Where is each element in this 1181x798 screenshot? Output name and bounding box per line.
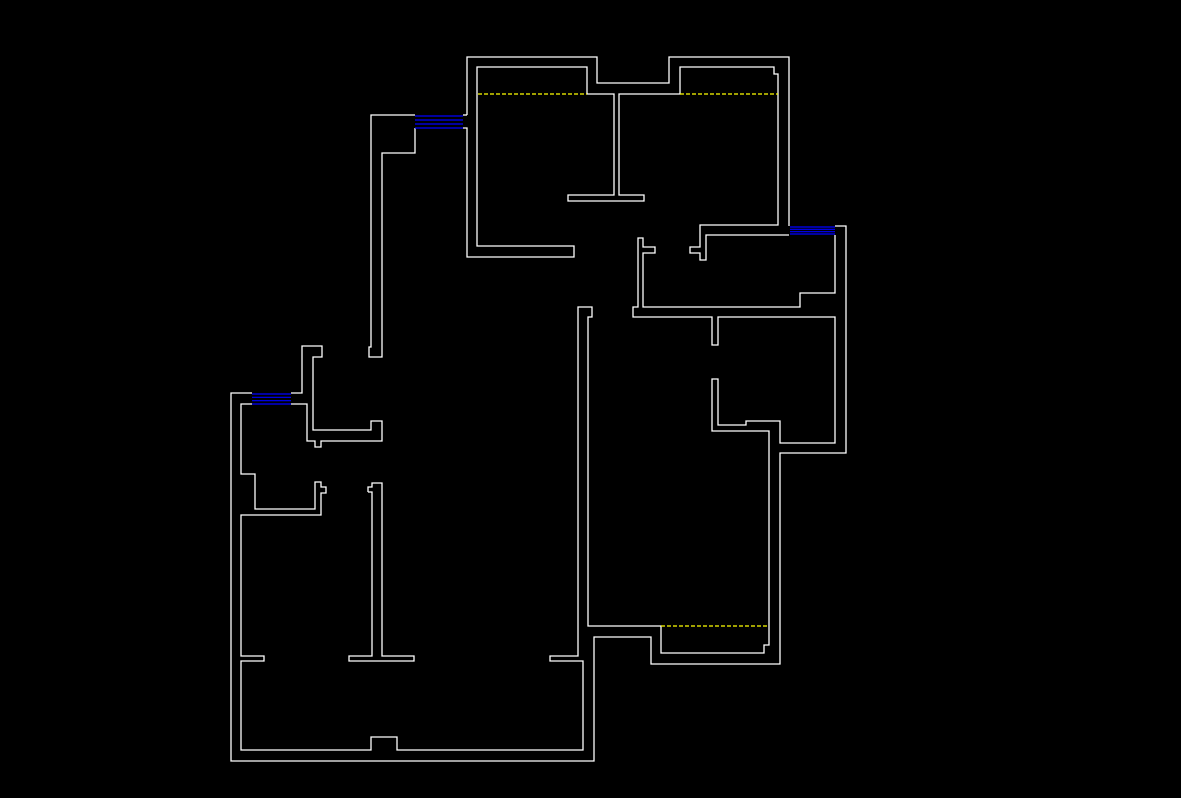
wall-column-center <box>348 482 415 662</box>
outer-wall-east <box>230 225 847 762</box>
wall-corridor-west <box>368 114 416 358</box>
windows <box>252 115 835 405</box>
opening-lines <box>478 93 778 627</box>
outer-wall-main <box>466 56 790 226</box>
wall-bedrooms-north <box>463 66 789 261</box>
wall-north-west-wing <box>291 345 383 448</box>
